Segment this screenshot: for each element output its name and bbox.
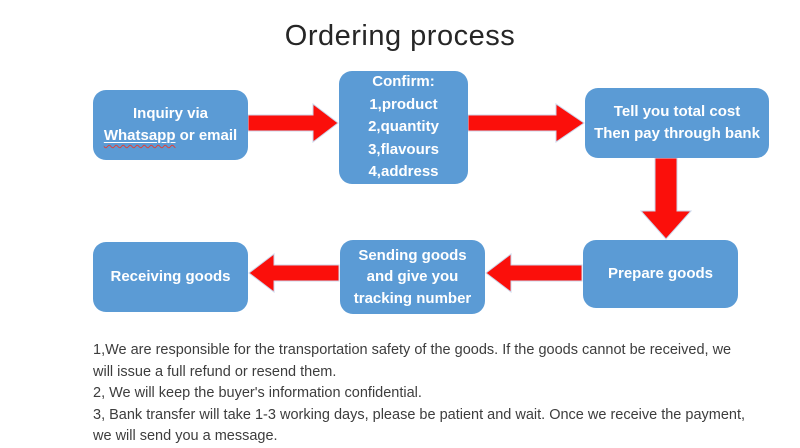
note-1: 1,We are responsible for the transportat… (93, 342, 732, 380)
flow-node-prepare-label: Prepare goods (607, 265, 714, 282)
arrow-right-inquiry-to-confirm-icon (248, 103, 339, 143)
flow-node-inquiry: Inquiry via Whatsapp or email (93, 90, 248, 160)
inquiry-line1: Inquiry via (132, 105, 209, 122)
note-2: 2, We will keep the buyer's information … (93, 385, 422, 401)
flow-node-sending: Sending goods and give you tracking numb… (340, 240, 485, 314)
inquiry-whatsapp-text: Whatsapp (103, 127, 176, 144)
flow-node-confirm-label: Confirm: 1,product 2,quantity 3,flavours… (368, 73, 439, 181)
flow-node-receiving-label: Receiving goods (110, 268, 231, 285)
page-title: Ordering process (284, 20, 516, 52)
note-3: 3, Bank transfer will take 1-3 working d… (93, 406, 746, 445)
arrow-left-sending-to-receiving-icon (248, 253, 340, 293)
flow-node-receiving: Receiving goods (93, 242, 248, 312)
arrow-right-confirm-to-payment-icon (468, 103, 585, 143)
flow-node-sending-label: Sending goods and give you tracking numb… (353, 246, 472, 307)
flow-node-prepare: Prepare goods (583, 240, 738, 308)
flow-node-payment-label: Tell you total cost Then pay through ban… (594, 103, 760, 142)
arrow-left-prepare-to-sending-icon (485, 253, 583, 293)
arrow-down-payment-to-prepare-icon (640, 158, 692, 240)
inquiry-line2-rest: or email (175, 127, 238, 144)
flow-node-payment: Tell you total cost Then pay through ban… (585, 88, 769, 158)
flow-node-confirm: Confirm: 1,product 2,quantity 3,flavours… (339, 71, 468, 184)
flow-node-inquiry-label: Inquiry via Whatsapp or email (104, 103, 237, 147)
footer-notes: 1,We are responsible for the transportat… (93, 340, 751, 448)
inquiry-whatsapp-word: Whatsapp (104, 127, 176, 144)
